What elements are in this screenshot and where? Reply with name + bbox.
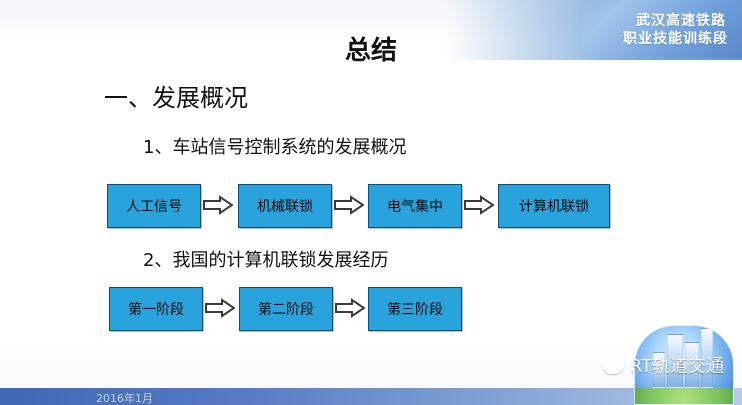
bottom-decoration-band bbox=[0, 388, 742, 405]
arrow-right-icon bbox=[334, 195, 364, 215]
flow1-step-2: 机械联锁 bbox=[238, 184, 332, 228]
flow1-step-4: 计算机联锁 bbox=[498, 184, 610, 228]
organization-badge: 武汉高速铁路 职业技能训练段 bbox=[582, 0, 742, 58]
watermark-text: RT轨道交通 bbox=[629, 356, 724, 377]
arrow-right-icon bbox=[335, 298, 365, 318]
subheading-2: 2、我国的计算机联锁发展经历 bbox=[143, 250, 389, 271]
badge-line-1: 武汉高速铁路 bbox=[636, 14, 726, 29]
building-shape bbox=[701, 328, 713, 388]
badge-line-2: 职业技能训练段 bbox=[623, 32, 728, 47]
flow2-step-2: 第二阶段 bbox=[239, 287, 333, 331]
section-heading: 一、发展概况 bbox=[104, 84, 248, 112]
building-shape bbox=[685, 342, 699, 388]
city-sphere-icon bbox=[634, 325, 734, 405]
watermark: RT轨道交通 bbox=[601, 352, 724, 378]
flow2-step-1: 第一阶段 bbox=[109, 287, 203, 331]
flow1-step-1: 人工信号 bbox=[107, 184, 201, 228]
flow1-step-3: 电气集中 bbox=[368, 184, 462, 228]
footer-date: 2016年1月 bbox=[96, 392, 153, 405]
subheading-1: 1、车站信号控制系统的发展概况 bbox=[143, 137, 407, 158]
building-shape bbox=[667, 334, 683, 388]
arrow-right-icon bbox=[203, 195, 233, 215]
slide-title: 总结 bbox=[344, 36, 397, 66]
building-shape bbox=[653, 352, 665, 388]
arrow-right-icon bbox=[205, 298, 235, 318]
flow2-step-3: 第三阶段 bbox=[368, 287, 462, 331]
arrow-right-icon bbox=[464, 195, 494, 215]
chat-bubbles-icon bbox=[601, 356, 624, 374]
